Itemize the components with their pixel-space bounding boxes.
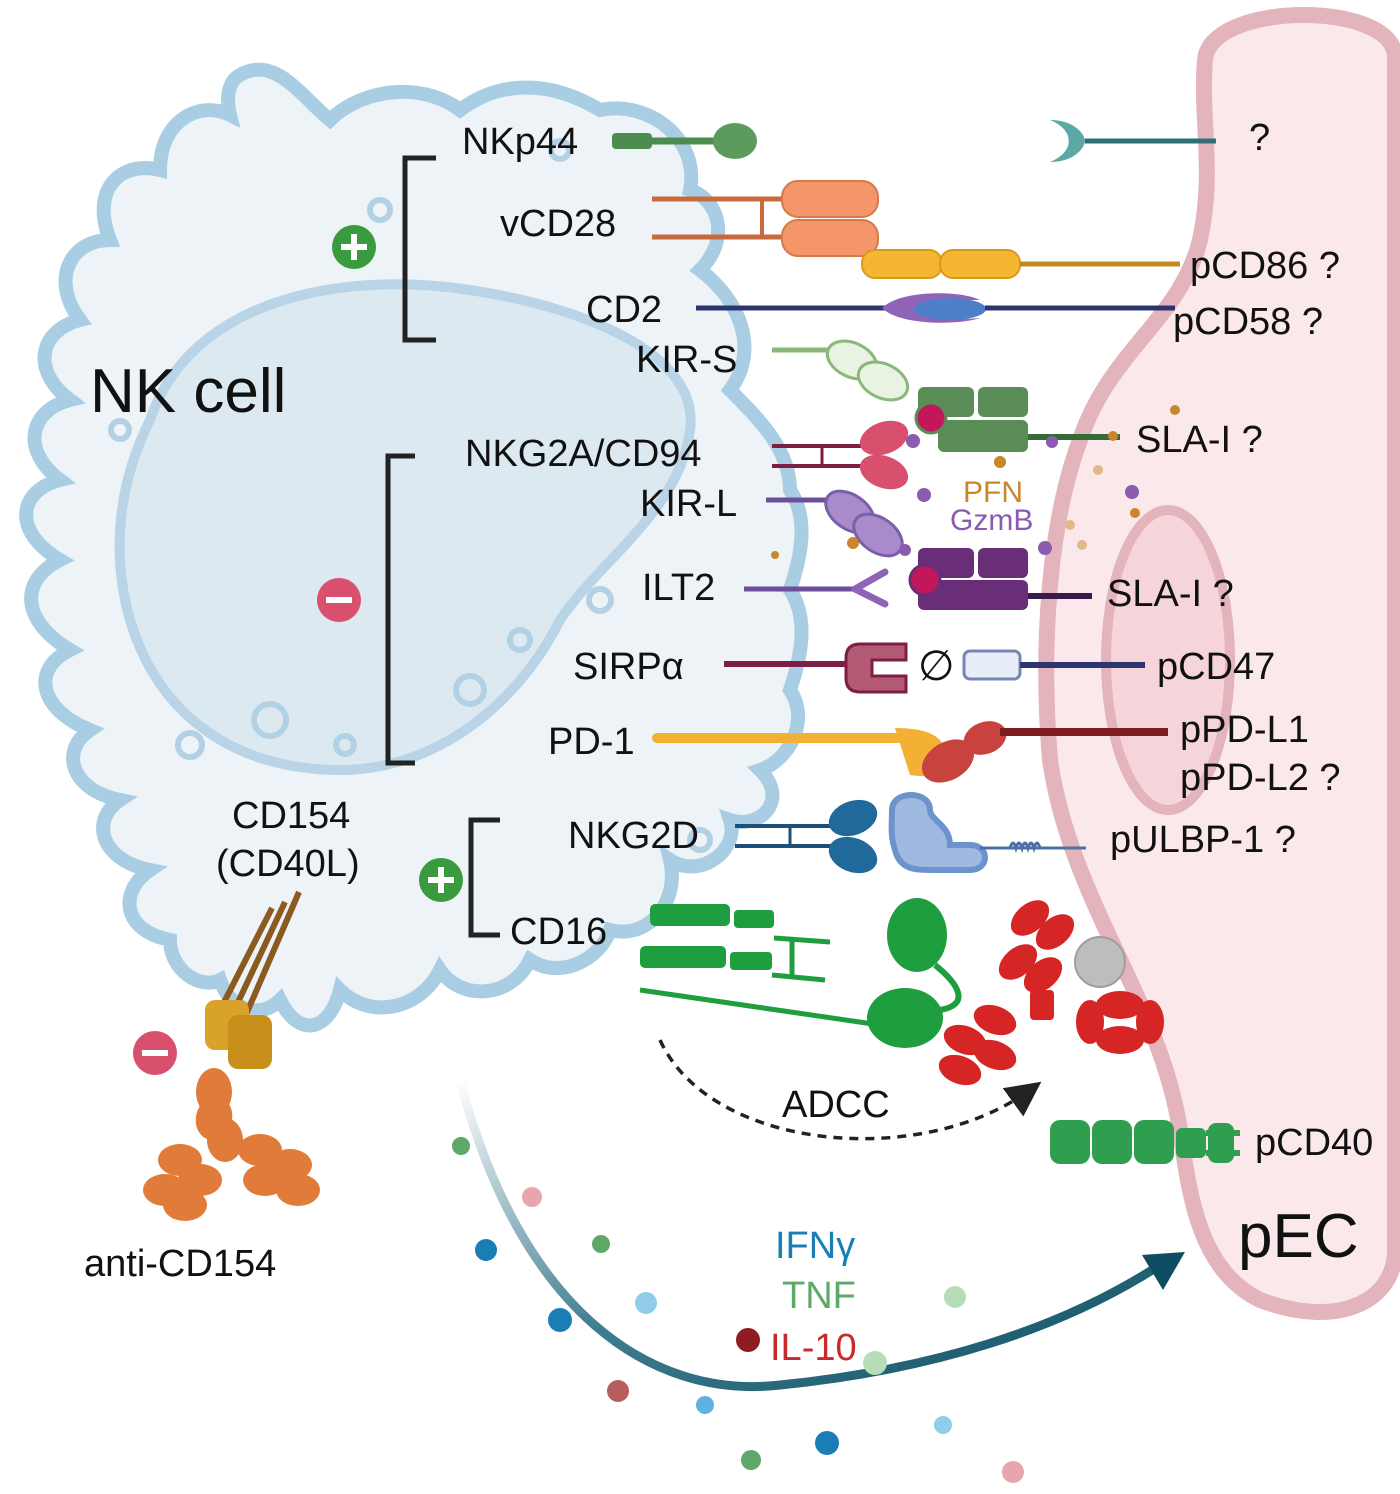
sirpa-label: SIRPα xyxy=(573,646,684,688)
unknown-ligand-label: ? xyxy=(1249,117,1270,159)
vcd28-label: vCD28 xyxy=(500,203,616,245)
sla1-top-complex xyxy=(914,387,1120,452)
nk-cell-label: NK cell xyxy=(90,357,286,426)
minus-sign-middle xyxy=(317,578,361,622)
cd154-label: CD154 xyxy=(232,795,350,837)
tnf-label: TNF xyxy=(782,1275,856,1317)
vesicle xyxy=(175,730,205,760)
pcd86-label: pCD86 ? xyxy=(1190,245,1340,287)
kir-l-label: KIR-L xyxy=(640,483,737,525)
target-antibody xyxy=(938,900,1164,1086)
cd40l-label: (CD40L) xyxy=(216,843,360,885)
kir-s-receptor xyxy=(772,339,910,402)
plus-sign-bottom xyxy=(419,858,463,902)
vesicle xyxy=(333,733,357,757)
cd2-label: CD2 xyxy=(586,289,662,331)
sirpa-receptor xyxy=(724,642,908,694)
pcd40-receptor xyxy=(1050,1120,1240,1164)
cd2-pcd58-pair xyxy=(696,293,1175,323)
ppdl2-label: pPD-L2 ? xyxy=(1180,757,1341,799)
complement-sphere xyxy=(1074,936,1126,988)
nkg2a-cd94-receptor xyxy=(772,420,909,490)
pcd58-label: pCD58 ? xyxy=(1173,301,1323,343)
vesicle xyxy=(251,701,289,739)
pcd86-ligand xyxy=(861,249,1180,279)
inhibitory-bracket xyxy=(385,453,415,766)
vesicle xyxy=(453,673,487,707)
ilt2-label: ILT2 xyxy=(642,567,715,609)
il10-label: IL-10 xyxy=(770,1327,857,1369)
pd1-label: PD-1 xyxy=(548,721,635,763)
nkg2a-cd94-label: NKG2A/CD94 xyxy=(465,433,702,475)
nkp44-receptor xyxy=(612,123,757,159)
pec-label: pEC xyxy=(1238,1202,1359,1271)
vesicle xyxy=(367,197,393,223)
anti-cd154-label: anti-CD154 xyxy=(84,1243,276,1285)
anti-cd154-antibody xyxy=(143,1000,320,1221)
activating-bracket-top xyxy=(402,155,436,343)
cytokine-arrowhead xyxy=(1142,1252,1185,1290)
cd16-label: CD16 xyxy=(510,911,607,953)
pd-l-ligand xyxy=(921,721,1168,783)
activating-bracket-bottom xyxy=(468,817,500,938)
vcd28-receptor xyxy=(652,180,879,257)
pfn-label: PFN xyxy=(963,476,1023,509)
gzmb-label: GzmB xyxy=(950,504,1033,537)
cd16-receptor xyxy=(639,898,962,1048)
kir-l-receptor xyxy=(766,489,904,558)
vesicle xyxy=(548,138,572,162)
granules xyxy=(771,405,1180,559)
plus-sign-top xyxy=(332,225,376,269)
ppdl1-label: pPD-L1 xyxy=(1180,709,1309,751)
sla1-bottom-complex xyxy=(908,548,1092,610)
nkg2d-label: NKG2D xyxy=(568,815,699,857)
nk-cell xyxy=(19,62,809,1033)
pcd47-label: pCD47 xyxy=(1157,646,1275,688)
nk-nucleus xyxy=(114,279,696,776)
pcd47-ligand xyxy=(962,649,1145,681)
sla1-bottom-label: SLA-I ? xyxy=(1107,573,1234,615)
vesicle xyxy=(586,586,614,614)
pulbp1-label: pULBP-1 ? xyxy=(1110,819,1296,861)
nkp44-label: NKp44 xyxy=(462,121,578,163)
ilt2-receptor xyxy=(744,568,889,608)
null-symbol: ∅ xyxy=(918,642,955,689)
cytokine-dots xyxy=(452,1137,1024,1483)
nkg2d-receptor xyxy=(735,799,878,874)
vesicle xyxy=(687,827,713,853)
adcc-arrow xyxy=(658,1039,1042,1141)
vesicle xyxy=(108,418,132,442)
vesicle xyxy=(507,627,533,653)
pcd40-label: pCD40 xyxy=(1255,1122,1373,1164)
sla1-top-label: SLA-I ? xyxy=(1136,419,1263,461)
adcc-label: ADCC xyxy=(782,1084,890,1126)
kir-s-label: KIR-S xyxy=(636,339,737,381)
minus-sign-antibody xyxy=(133,1031,177,1075)
pulbp1-ligand xyxy=(888,792,1086,873)
ifng-label: IFNγ xyxy=(775,1225,855,1267)
unknown-ligand xyxy=(1050,120,1216,162)
cytokine-arrow xyxy=(455,1078,1163,1392)
